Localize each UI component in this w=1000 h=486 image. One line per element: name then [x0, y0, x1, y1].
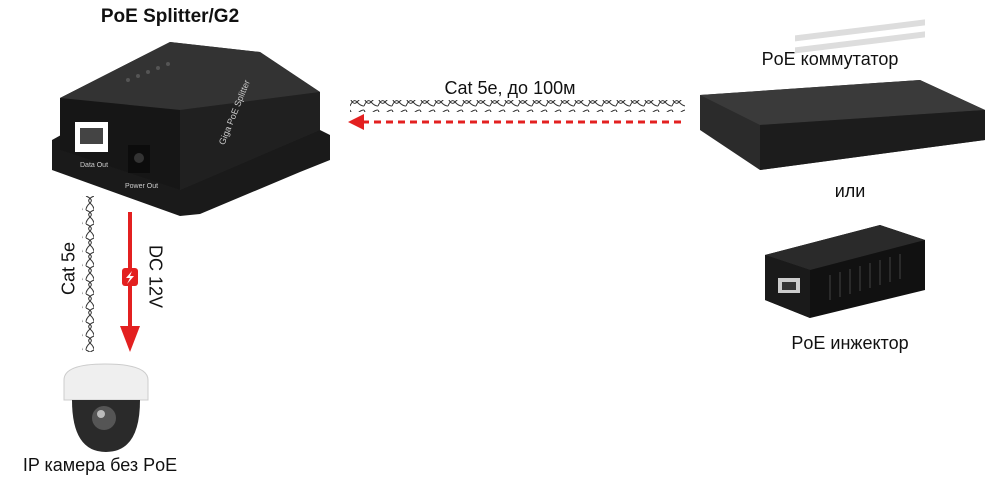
camera-cable-label: Cat 5e [58, 241, 79, 296]
power-line-label: DC 12V [145, 244, 166, 309]
camera-cable [82, 196, 94, 352]
ip-camera-label: IP камера без PoE [22, 455, 178, 475]
power-out-port-label: Power Out [125, 183, 158, 190]
data-out-port-label: Data Out [80, 162, 108, 169]
poe-switch-label: PoE коммутатор [761, 49, 899, 69]
page-title: PoE Splitter/G2 [100, 6, 240, 27]
or-label: или [834, 181, 866, 201]
poe-injector-image [765, 225, 925, 318]
ip-camera-image [63, 363, 149, 452]
poe-splitter-image: Data Out Power Out Giga PoE Splitter [52, 42, 330, 216]
power-arrowhead [120, 326, 140, 352]
lightning-glyph [126, 271, 134, 284]
poe-switch-image [700, 19, 985, 170]
data-power-arrowhead [348, 114, 364, 130]
uplink-cable-label: Cat 5e, до 100м [444, 78, 576, 98]
poe-injector-label: PoE инжектор [791, 333, 909, 353]
uplink-cable [350, 100, 685, 112]
